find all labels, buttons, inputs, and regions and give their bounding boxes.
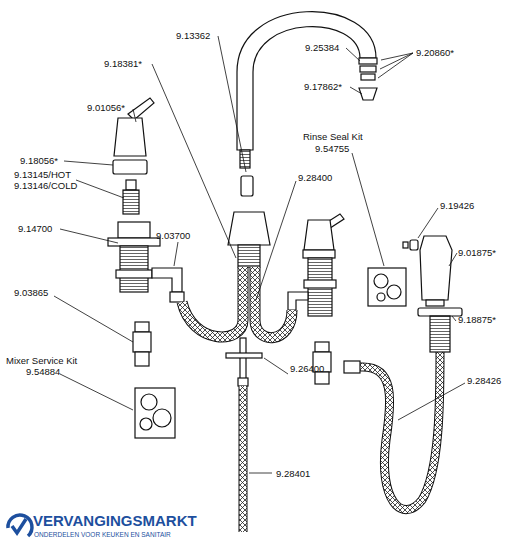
callout-number: 9.54755 xyxy=(315,144,349,154)
callout-number: 9.03865 xyxy=(14,288,48,298)
callout-number: 9.28401 xyxy=(276,469,310,479)
callout-number: 9.13146/COLD xyxy=(14,181,77,191)
spout xyxy=(237,12,376,150)
callout-number: 9.28426 xyxy=(467,376,501,386)
kit-name: Mixer Service Kit xyxy=(6,356,77,366)
callout-number: 9.01056* xyxy=(87,103,125,113)
watermark: ONDERDELEN VOOR KEUKEN EN SANITAIR xyxy=(34,532,171,539)
callout-number: 9.19426 xyxy=(440,201,474,211)
callout-number: 9.13145/HOT xyxy=(14,170,71,180)
watermark: VERVANGINGSMARKT xyxy=(33,513,197,528)
callout-number: 9.03700 xyxy=(156,231,190,241)
logo-icon xyxy=(8,515,32,536)
cap xyxy=(113,160,147,174)
kit-box xyxy=(135,388,175,438)
kit-name: Rinse Seal Kit xyxy=(303,132,363,142)
callout-number: 9.18875* xyxy=(458,315,496,325)
callout-number: 9.14700 xyxy=(18,224,52,234)
handle-lever xyxy=(128,98,154,120)
spout-nut xyxy=(241,176,253,196)
elbow xyxy=(152,268,182,292)
handle xyxy=(114,118,146,156)
center-body xyxy=(228,212,270,245)
callout-number: 9.54884 xyxy=(26,367,60,377)
callout-number: 9.01875* xyxy=(458,248,496,258)
callout-number: 9.13362 xyxy=(176,31,210,41)
callout-number: 9.18056* xyxy=(20,156,58,166)
callout-number: 9.26400 xyxy=(290,364,324,374)
leader-lines xyxy=(54,36,465,473)
callout-number: 9.25384 xyxy=(305,43,339,53)
sprayer xyxy=(420,236,452,300)
callout-number: 9.28400 xyxy=(298,173,332,183)
valve-body xyxy=(120,246,148,292)
kit-box xyxy=(368,268,406,306)
hose-coupling xyxy=(344,361,360,373)
callout-number: 9.18381* xyxy=(104,59,142,69)
callout-number: 9.20860* xyxy=(416,48,454,58)
cartridge xyxy=(123,190,139,214)
sprayer-mount xyxy=(418,308,462,316)
callout-number: 9.17862* xyxy=(304,82,342,92)
